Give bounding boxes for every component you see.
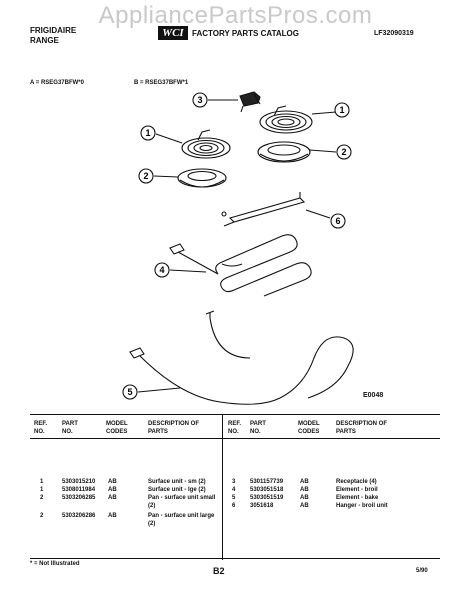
callout-1-left: 1 (140, 125, 156, 141)
svg-text:5: 5 (127, 387, 132, 397)
svg-text:1: 1 (145, 128, 150, 138)
callout-5: 5 (122, 384, 138, 400)
header-model: MODEL CODES (106, 421, 128, 435)
product-type: RANGE (30, 36, 59, 45)
svg-text:3: 3 (197, 95, 202, 105)
brand-block: FRIGIDAIRE RANGE (30, 26, 76, 46)
svg-text:2: 2 (143, 171, 148, 181)
header-desc: DESCRIPTION OF PARTS (148, 421, 200, 435)
watermark: AppliancePartsPros.com (98, 2, 373, 29)
model-b: B = RSEG37BFW*1 (134, 80, 189, 86)
table-top-rule (30, 414, 440, 415)
table-bottom-rule (30, 558, 440, 559)
catalog-header: WCI FACTORY PARTS CATALOG (158, 26, 299, 40)
broil-element (169, 234, 312, 297)
exploded-parts-diagram: 3 1 1 2 2 6 4 (122, 91, 354, 405)
pan-right (257, 141, 311, 163)
callout-2-right: 2 (336, 144, 352, 160)
page-date: 5/90 (416, 568, 428, 574)
pan-left (177, 168, 227, 188)
wci-logo-icon: WCI (158, 26, 188, 40)
header-part-right: PART NO. (250, 421, 266, 435)
svg-text:6: 6 (335, 216, 340, 226)
header-part: PART NO. (62, 421, 78, 435)
catalog-title: FACTORY PARTS CATALOG (192, 28, 299, 38)
diagram-code: E0048 (363, 392, 384, 399)
callout-3: 3 (192, 92, 208, 108)
callout-4: 4 (154, 262, 170, 278)
callout-1-right: 1 (334, 102, 350, 118)
svg-text:4: 4 (159, 265, 164, 275)
page-number: B2 (213, 566, 225, 576)
header-ref-right: REF. NO. (228, 421, 242, 435)
hanger-part (221, 192, 306, 227)
catalog-number: LF32090319 (374, 30, 414, 37)
svg-text:2: 2 (341, 147, 346, 157)
header-ref: REF. NO. (34, 421, 48, 435)
brand-name: FRIGIDAIRE (30, 26, 77, 35)
surface-unit-left (181, 129, 231, 159)
svg-text:1: 1 (339, 105, 344, 115)
not-illustrated-note: * = Not Illustrated (30, 561, 80, 567)
model-a: A = RSEG37BFW*0 (30, 80, 84, 86)
header-desc-right: DESCRIPTION OF PARTS (336, 421, 388, 435)
surface-unit-right (259, 105, 313, 134)
header-model-right: MODEL CODES (298, 421, 320, 435)
receptacle-part (239, 91, 261, 113)
bake-element (129, 310, 354, 405)
table-header-rule (30, 438, 440, 439)
callout-6: 6 (330, 213, 346, 229)
table-divider (222, 414, 223, 560)
callout-2-left: 2 (138, 168, 154, 184)
